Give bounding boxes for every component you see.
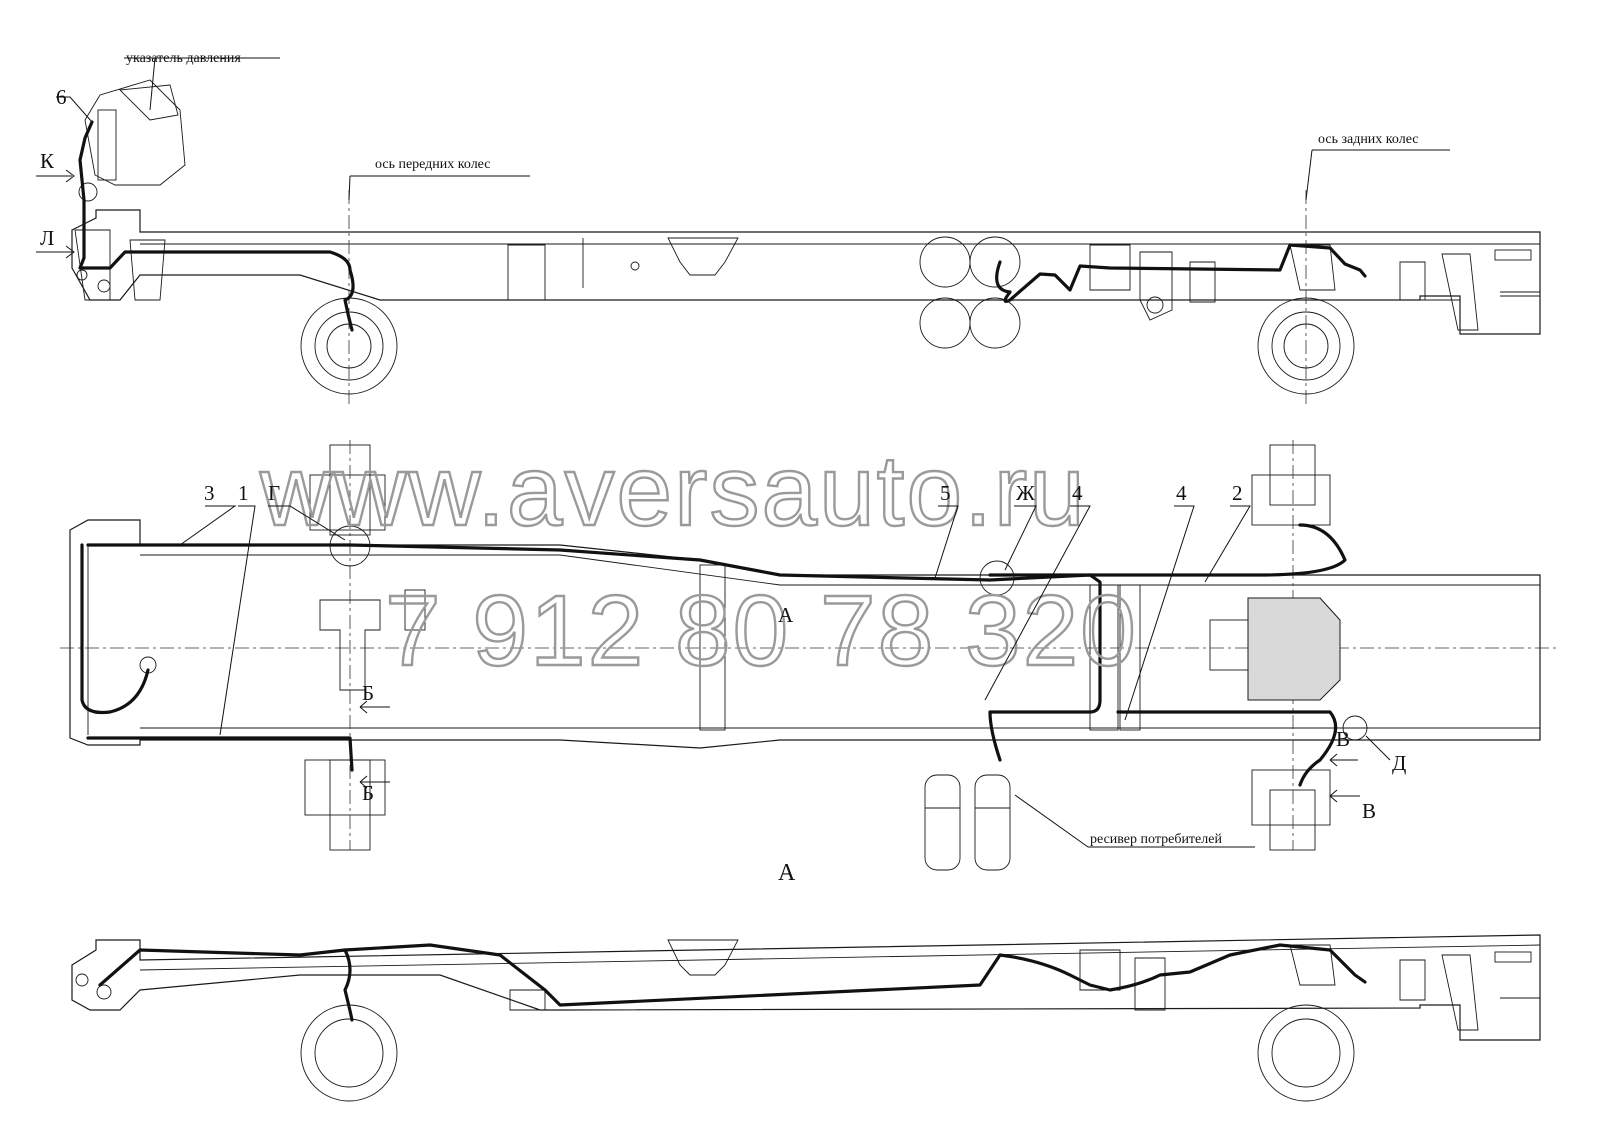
side-view-bottom (71, 934, 1541, 1102)
label-pos-k: К (40, 149, 55, 173)
label-pos-3: 3 (204, 481, 215, 505)
label-pos-v2: В (1362, 799, 1376, 823)
watermark-site: www.aversauto.ru (259, 435, 1087, 547)
label-pos-g: Г (268, 481, 280, 505)
label-pos-b1: Б (362, 681, 374, 705)
label-pos-1: 1 (238, 481, 249, 505)
label-pos-l: Л (40, 226, 54, 250)
label-pos-d: Д (1392, 751, 1406, 775)
label-pos-6: 6 (56, 85, 67, 109)
label-receiver: ресивер потребителей (1090, 832, 1222, 847)
label-view-a-caption: А (778, 860, 796, 886)
side-view-top (36, 57, 1541, 405)
receiver-tanks (924, 774, 1011, 871)
label-view-a-arrow: А (778, 603, 794, 627)
label-pos-2: 2 (1232, 481, 1243, 505)
watermark-phone: 7 912 80 78 320 (385, 575, 1138, 687)
label-pos-4a: 4 (1072, 481, 1083, 505)
label-pos-b2: Б (362, 781, 374, 805)
label-pos-5: 5 (940, 481, 951, 505)
label-front-axle: ось передних колес (375, 157, 490, 172)
label-rear-axle: ось задних колес (1318, 132, 1418, 147)
label-pos-4b: 4 (1176, 481, 1187, 505)
label-pressure-gauge: указатель давления (126, 51, 241, 66)
label-pos-zh: Ж (1016, 481, 1035, 505)
plan-view-a (60, 440, 1560, 871)
label-pos-v1: В (1336, 727, 1350, 751)
